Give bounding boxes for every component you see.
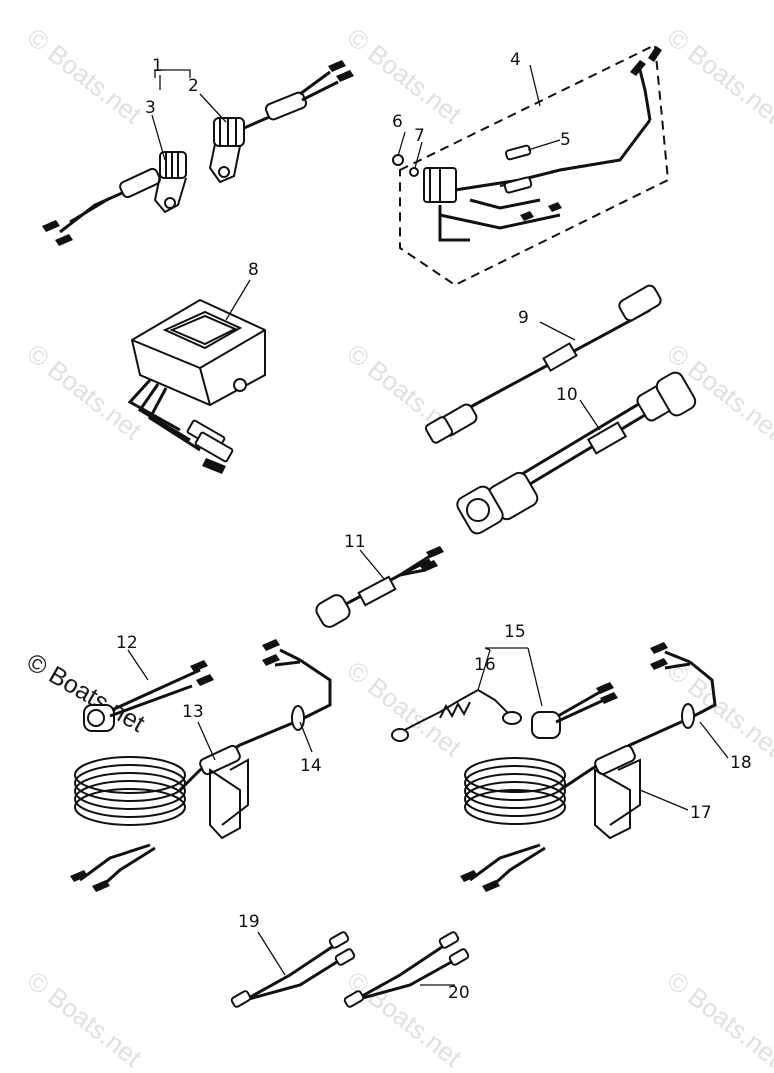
callout-9: 9 [518, 308, 529, 328]
callout-16: 16 [474, 655, 496, 675]
parts-drawing [42, 43, 729, 1008]
callout-18: 18 [730, 753, 752, 773]
callout-10: 10 [556, 385, 578, 405]
part-switch-11 [315, 546, 444, 628]
leader-18 [699, 721, 729, 759]
part-cable-9 [424, 284, 662, 444]
callout-15: 15 [504, 622, 526, 642]
callout-bracket-15 [477, 647, 543, 707]
callout-17: 17 [690, 803, 712, 823]
callout-2: 2 [188, 76, 199, 96]
part-module-8 [127, 298, 266, 474]
callout-3: 3 [145, 98, 156, 118]
leader-7 [414, 141, 423, 169]
leader-13 [197, 721, 216, 761]
part-lead-20 [343, 931, 470, 1008]
callout-7: 7 [414, 126, 425, 146]
callout-1: 1 [152, 56, 163, 76]
leader-12 [127, 649, 149, 681]
callout-5: 5 [560, 130, 571, 150]
part-cable-10 [456, 371, 697, 535]
part-lanyard-16 [391, 689, 522, 742]
leader-2 [199, 93, 227, 123]
callout-bracket-1 [154, 69, 191, 90]
leader-17 [639, 789, 689, 811]
leader-14 [299, 721, 313, 753]
part-switch-3 [42, 151, 187, 246]
leader-10 [579, 399, 601, 431]
part-lead-19 [230, 931, 356, 1008]
callout-13: 13 [182, 702, 204, 722]
part-harness-17 [460, 642, 717, 892]
parts-diagram: © Boats.net © Boats.net © Boats.net © Bo… [22, 22, 774, 1073]
leader-9 [539, 321, 576, 341]
leader-5 [527, 139, 561, 151]
callout-12: 12 [116, 633, 138, 653]
callout-19: 19 [238, 912, 260, 932]
part-switch-12 [83, 660, 214, 732]
part-kit-4 [392, 43, 670, 287]
leader-8 [225, 279, 251, 321]
part-switch-15 [531, 682, 618, 739]
callout-4: 4 [510, 50, 521, 70]
part-switch-2 [208, 60, 354, 184]
callout-20: 20 [448, 983, 470, 1003]
callout-6: 6 [392, 112, 403, 132]
part-harness-13 [70, 639, 332, 892]
leader-11 [359, 549, 386, 581]
leader-19 [257, 931, 286, 976]
callout-14: 14 [300, 756, 322, 776]
leader-3 [151, 114, 166, 161]
callout-8: 8 [248, 260, 259, 280]
callout-11: 11 [344, 532, 366, 552]
leader-6 [397, 131, 406, 157]
